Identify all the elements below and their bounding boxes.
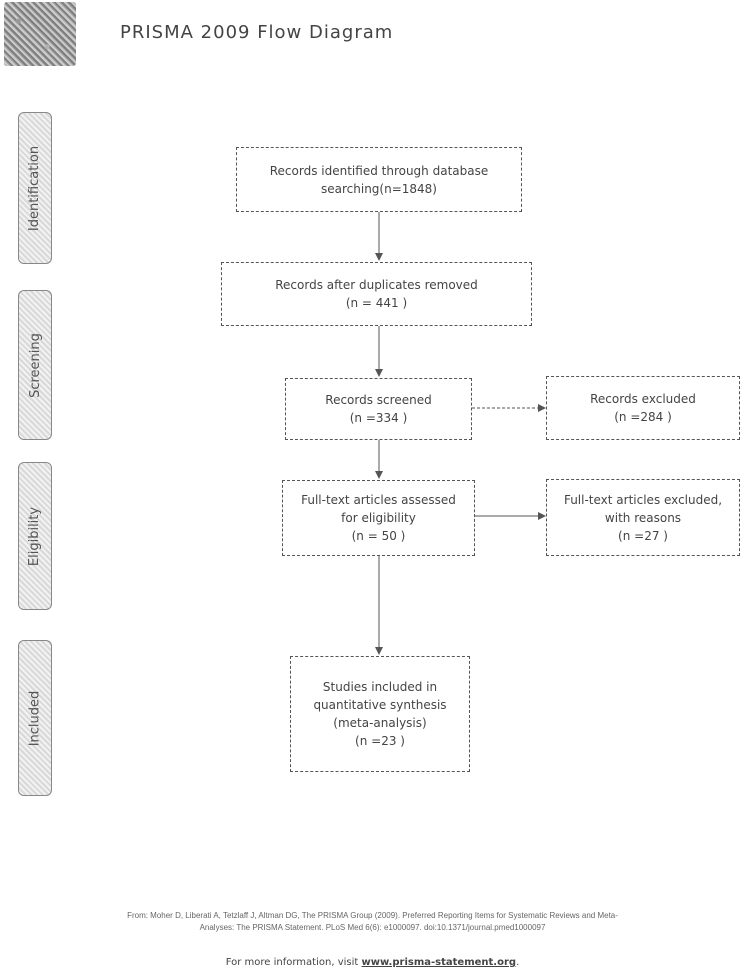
box-after-duplicates-line1: Records after duplicates removed [275, 278, 478, 292]
box-after-duplicates-line2: (n = 441 ) [345, 296, 408, 310]
box-fulltext-excluded-line2: with reasons [604, 510, 682, 525]
box-records-screened-line1: Records screened [325, 393, 432, 407]
box-records-screened: Records screened (n =334 ) [285, 378, 472, 440]
box-studies-included-line1: Studies included in [322, 680, 438, 694]
box-records-screened-line2: (n =334 ) [349, 411, 408, 425]
box-records-excluded-line2: (n =284 ) [614, 410, 672, 424]
box-records-identified-line2: searching(n=1848) [321, 181, 437, 196]
box-records-excluded-line1: Records excluded [590, 392, 696, 406]
box-records-identified: Records identified through database sear… [236, 147, 522, 212]
phase-eligibility: Eligibility [18, 462, 52, 610]
box-studies-included-line2: quantitative synthesis [313, 698, 447, 712]
phase-identification: Identification [18, 112, 52, 264]
prisma-logo [4, 2, 76, 66]
box-records-identified-line1: Records identified through database [269, 163, 489, 178]
citation: From: Moher D, Liberati A, Tetzlaff J, A… [0, 910, 745, 934]
citation-line2: Analyses: The PRISMA Statement. PLoS Med… [199, 923, 546, 932]
box-studies-included-line3: (meta-analysis) [333, 716, 427, 730]
prisma-website-link[interactable]: www.prisma-statement.org [361, 957, 517, 968]
phase-screening: Screening [18, 290, 52, 440]
box-records-excluded: Records excluded (n =284 ) [546, 376, 740, 440]
more-info-suffix: . [516, 957, 520, 968]
citation-line1: From: Moher D, Liberati A, Tetzlaff J, A… [127, 911, 618, 920]
box-after-duplicates: Records after duplicates removed (n = 44… [221, 262, 532, 326]
page-title: PRISMA 2009 Flow Diagram [120, 22, 394, 43]
more-info-prefix: For more information, visit [225, 957, 362, 968]
box-studies-included-line4: (n =23 ) [355, 734, 405, 748]
box-fulltext-assessed-line1: Full-text articles assessed [301, 493, 456, 507]
box-fulltext-assessed: Full-text articles assessed for eligibil… [282, 480, 475, 556]
more-info: For more information, visit www.prisma-s… [0, 957, 745, 968]
box-fulltext-excluded: Full-text articles excluded, with reason… [546, 479, 740, 556]
box-studies-included: Studies included in quantitative synthes… [290, 656, 470, 772]
box-fulltext-excluded-line3: (n =27 ) [618, 528, 668, 543]
box-fulltext-assessed-line3: (n = 50 ) [351, 529, 406, 543]
phase-included: Included [18, 640, 52, 796]
box-fulltext-assessed-line2: for eligibility [341, 511, 416, 525]
box-fulltext-excluded-line1: Full-text articles excluded, [563, 492, 723, 507]
